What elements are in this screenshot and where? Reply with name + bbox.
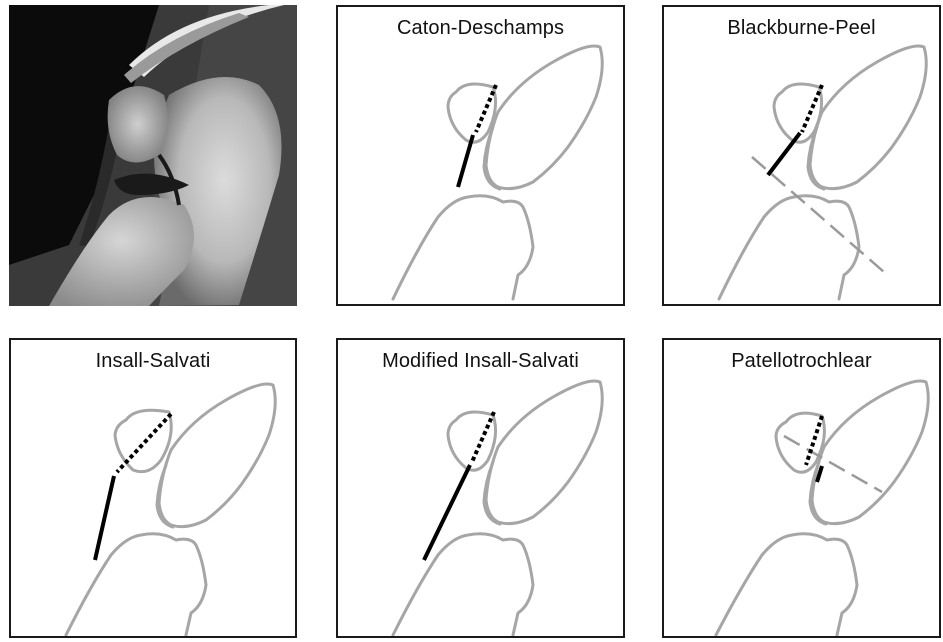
tibia-outline (66, 534, 206, 635)
measure-line-dotted (802, 85, 822, 132)
tibia-outline (393, 196, 533, 299)
mri-drawing (9, 5, 297, 306)
knee-diagram (11, 340, 297, 638)
knee-diagram (338, 340, 625, 638)
tibia-outline (716, 534, 857, 635)
tibia-outline (393, 534, 533, 635)
patella-outline (448, 84, 496, 142)
femur-outline (159, 384, 275, 527)
measure-line-solid (95, 476, 114, 560)
knee-diagram (338, 7, 625, 306)
femur-outline (810, 46, 926, 189)
knee-diagram (664, 340, 941, 638)
knee-diagram (664, 7, 941, 306)
femur-outline (486, 46, 602, 189)
trochlear-reference-line (784, 436, 882, 492)
femur-outline (486, 381, 602, 524)
panel-patellotrochlear: Patellotrochlear (662, 338, 941, 638)
measure-line-solid (458, 135, 473, 187)
mri-image (9, 5, 297, 306)
panel-blackburne-peel: Blackburne-Peel (662, 5, 941, 306)
femur-outline (812, 381, 928, 524)
panel-caton-deschamps: Caton-Deschamps (336, 5, 625, 306)
tibia-outline (719, 196, 859, 299)
panel-modified-insall-salvati: Modified Insall-Salvati (336, 338, 625, 638)
patella-outline (115, 410, 171, 471)
panel-insall-salvati: Insall-Salvati (9, 338, 297, 638)
measure-line-solid (768, 133, 800, 175)
tibial-plateau-reference-line (752, 157, 884, 272)
